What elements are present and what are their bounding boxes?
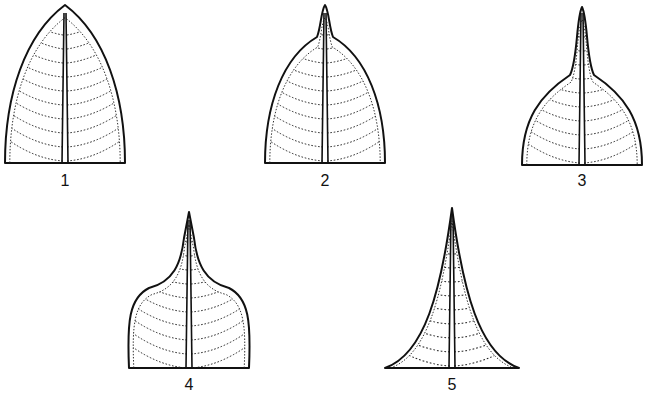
leaf-4 [128,212,249,368]
callout-number: 1 [45,172,85,190]
callout-number: 3 [562,172,602,190]
callout-number: 4 [169,376,209,394]
leaf-2 [265,5,385,163]
leaf-3 [522,7,642,165]
callout-number: 5 [432,376,472,394]
callout-number: 2 [305,172,345,190]
leaf-1 [5,5,125,163]
leaf-5 [385,208,519,368]
